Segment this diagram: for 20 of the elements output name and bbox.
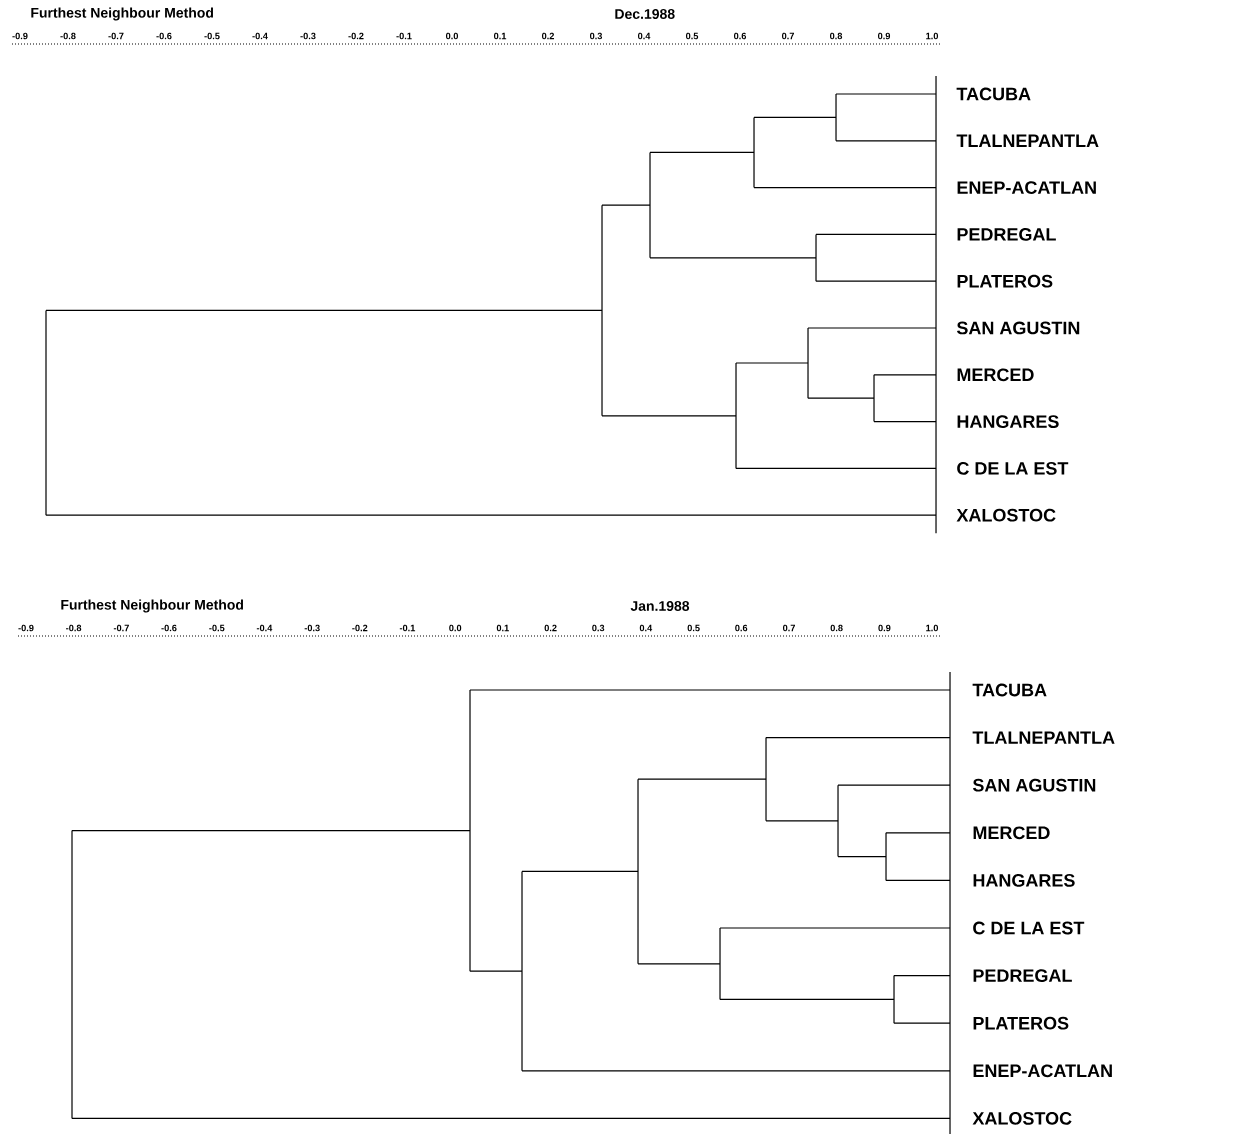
leaf-label: TLALNEPANTLA xyxy=(956,134,1099,147)
leaf-label: SAN AGUSTIN xyxy=(972,778,1096,792)
leaf-label: MERCED xyxy=(957,368,1034,382)
leaf-label: TACUBA xyxy=(972,683,1047,697)
leaf-label: MERCED xyxy=(973,826,1050,840)
leaf-label: C DE LA EST xyxy=(957,462,1069,475)
leaf-label: PEDREGAL xyxy=(973,969,1072,982)
leaf-label: XALOSTOC xyxy=(972,1112,1072,1125)
leaf-label: C DE LA EST xyxy=(973,921,1085,935)
leaf-label: PLATEROS xyxy=(957,274,1053,288)
leaf-label: ENEP-ACATLAN xyxy=(957,181,1096,194)
leaf-label: SAN AGUSTIN xyxy=(956,321,1080,335)
leaf-label: TLALNEPANTLA xyxy=(972,731,1115,744)
leaf-label: TACUBA xyxy=(956,87,1031,101)
leaf-label: PEDREGAL xyxy=(957,228,1056,241)
leaf-label: ENEP-ACATLAN xyxy=(973,1064,1112,1078)
leaf-label: HANGARES xyxy=(957,415,1059,428)
leaf-label: XALOSTOC xyxy=(956,508,1056,522)
leaf-label: PLATEROS xyxy=(973,1016,1069,1030)
leaf-label: HANGARES xyxy=(973,874,1075,887)
